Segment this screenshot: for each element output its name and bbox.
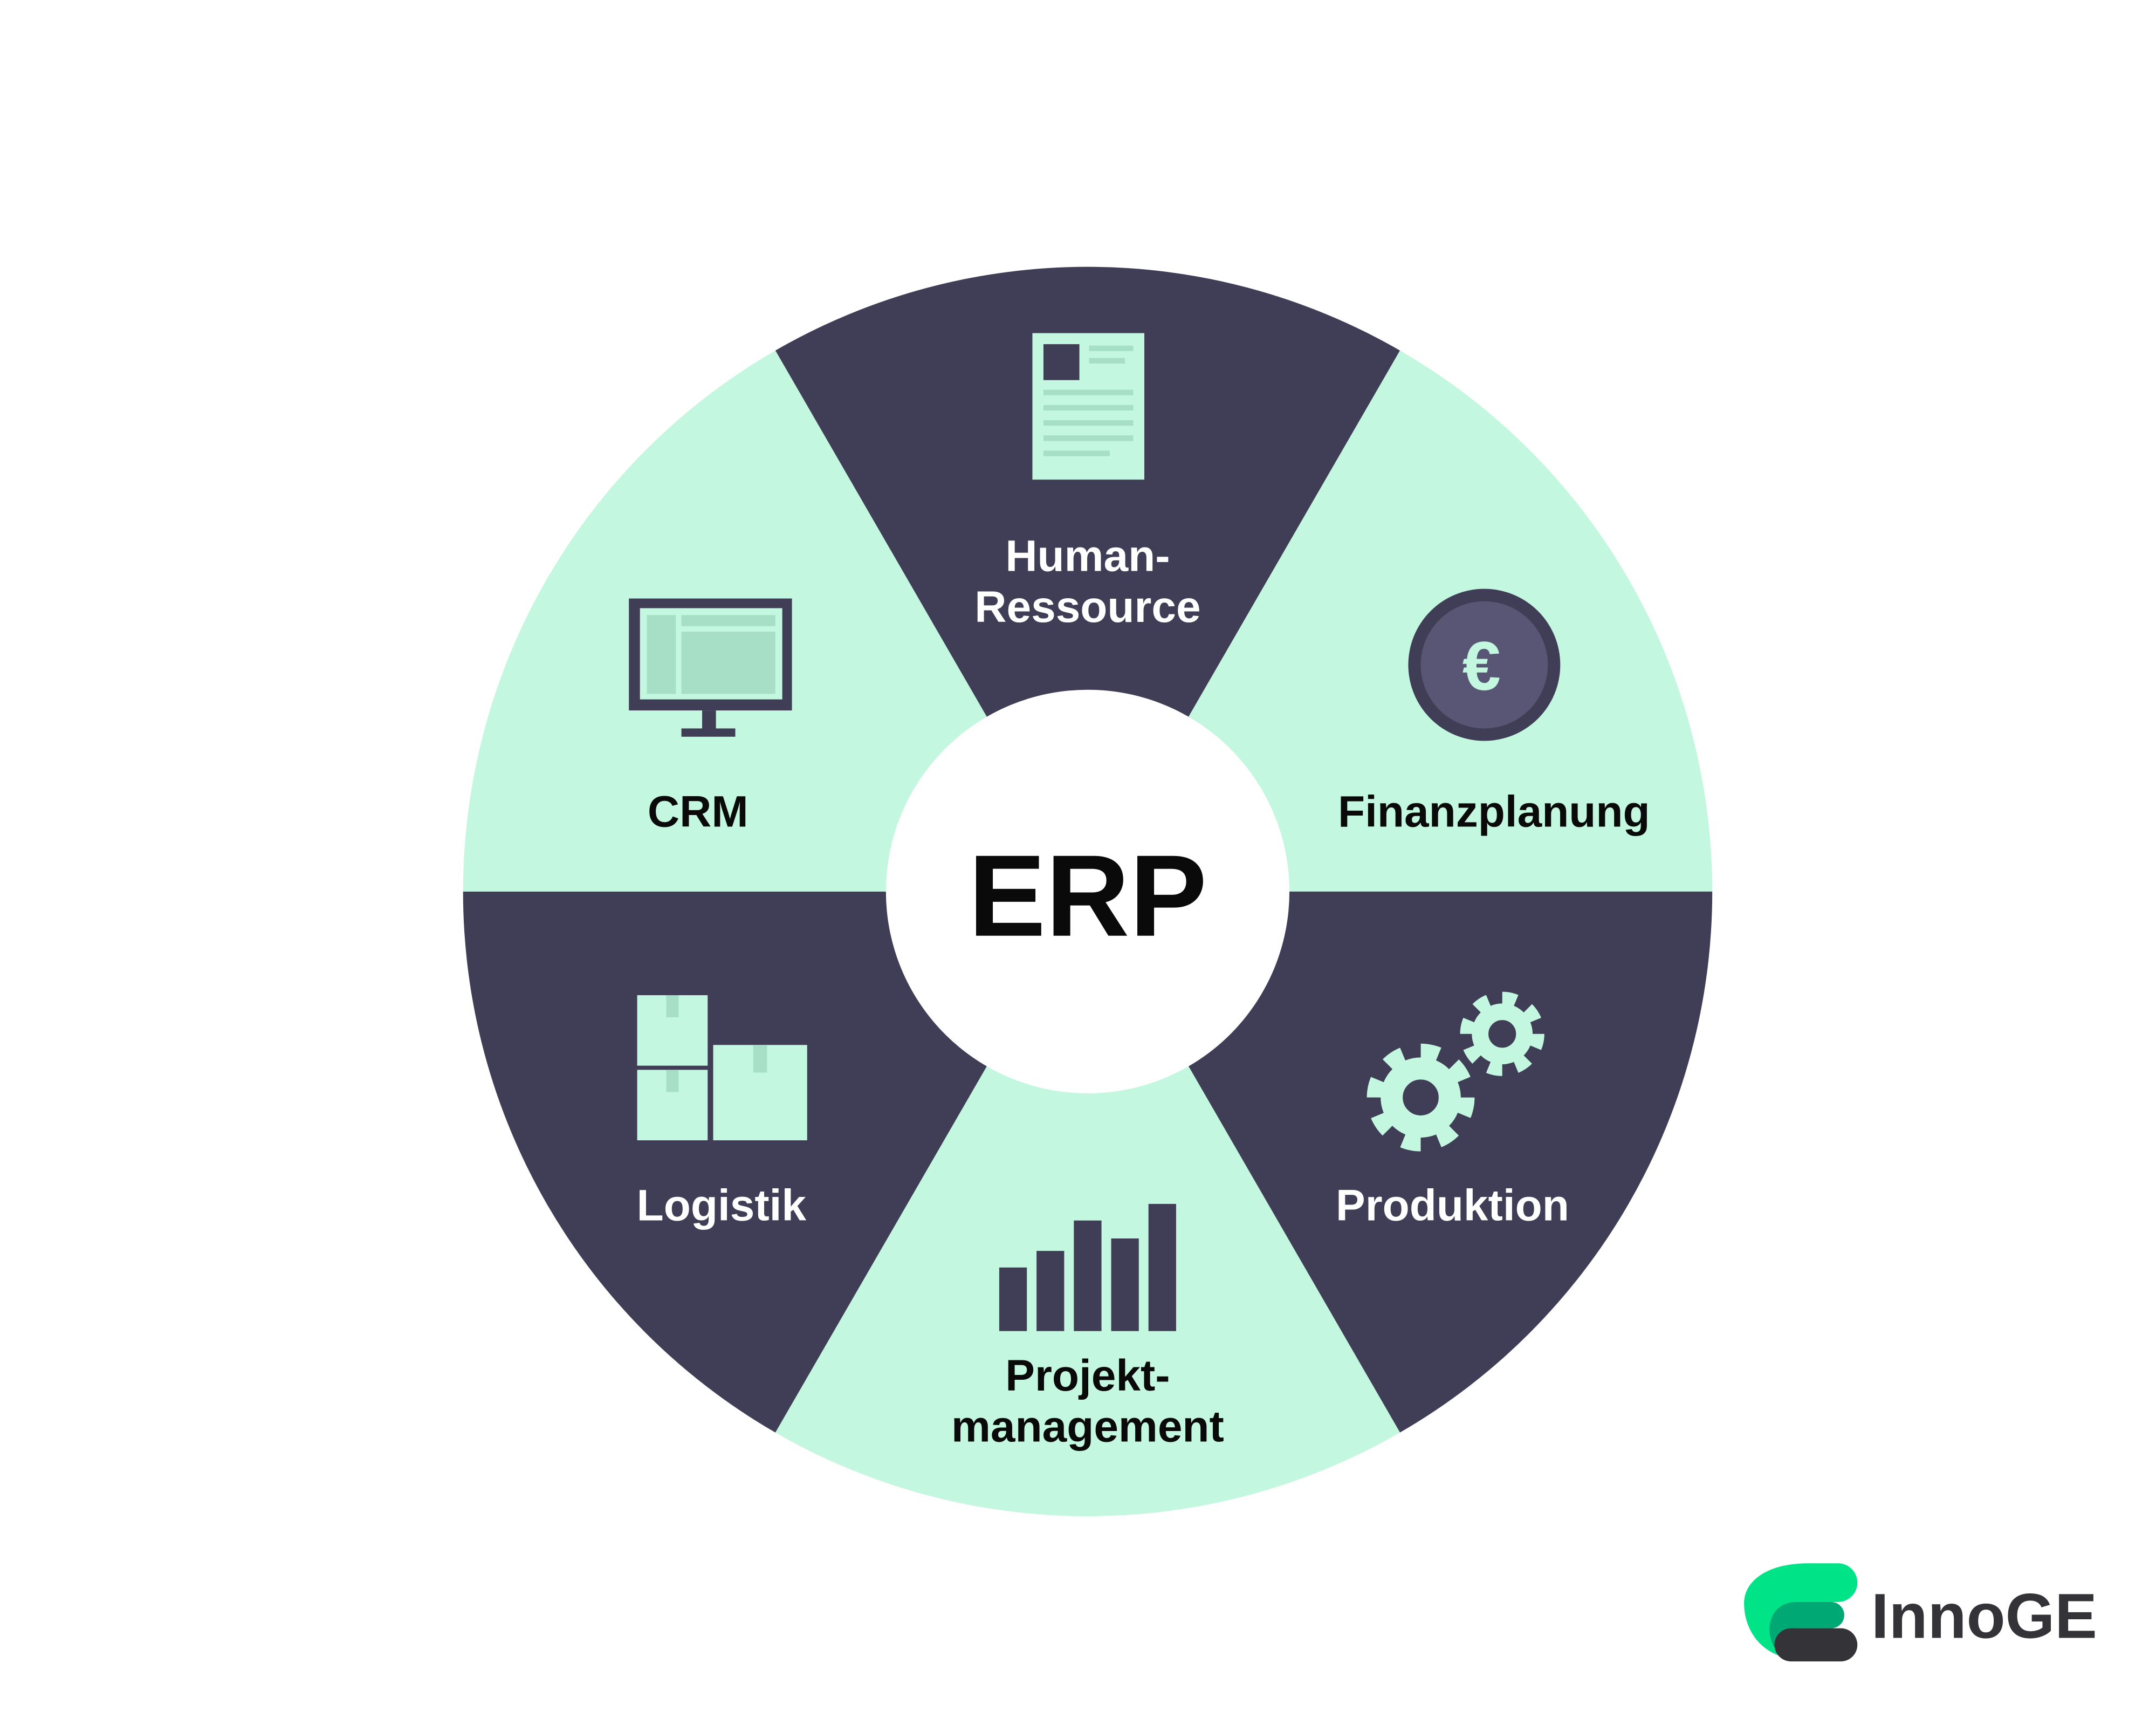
document-icon bbox=[1032, 333, 1144, 480]
boxes-icon bbox=[637, 995, 807, 1141]
label-logistik: Logistik bbox=[637, 1181, 807, 1230]
sector-human-ressource bbox=[775, 266, 1400, 892]
innoge-logo: InnoGE bbox=[1744, 1563, 2097, 1662]
label-human-ressource-line1: Human- bbox=[1005, 531, 1170, 580]
label-projektmanagement-line1: Projekt- bbox=[1005, 1351, 1170, 1400]
center-label: ERP bbox=[969, 831, 1207, 961]
logo-text: InnoGE bbox=[1871, 1580, 2097, 1652]
sector-projektmanagement bbox=[775, 891, 1400, 1516]
center-circle bbox=[885, 689, 1290, 1093]
label-projektmanagement-line2: management bbox=[951, 1402, 1224, 1452]
svg-text:€: € bbox=[1462, 628, 1501, 705]
bar-chart-icon bbox=[999, 1203, 1176, 1331]
sector-produktion bbox=[1087, 891, 1713, 1433]
sector-finanzplanung bbox=[1087, 350, 1713, 892]
label-crm: CRM bbox=[648, 787, 749, 836]
label-human-ressource-line2: Ressource bbox=[974, 583, 1200, 632]
euro-coin-icon: € bbox=[1408, 588, 1561, 741]
label-finanzplanung: Finanzplanung bbox=[1338, 787, 1650, 836]
gears-icon bbox=[1367, 991, 1544, 1152]
monitor-icon bbox=[629, 598, 792, 737]
sector-logistik bbox=[463, 891, 1088, 1433]
label-produktion: Produktion bbox=[1336, 1181, 1569, 1230]
